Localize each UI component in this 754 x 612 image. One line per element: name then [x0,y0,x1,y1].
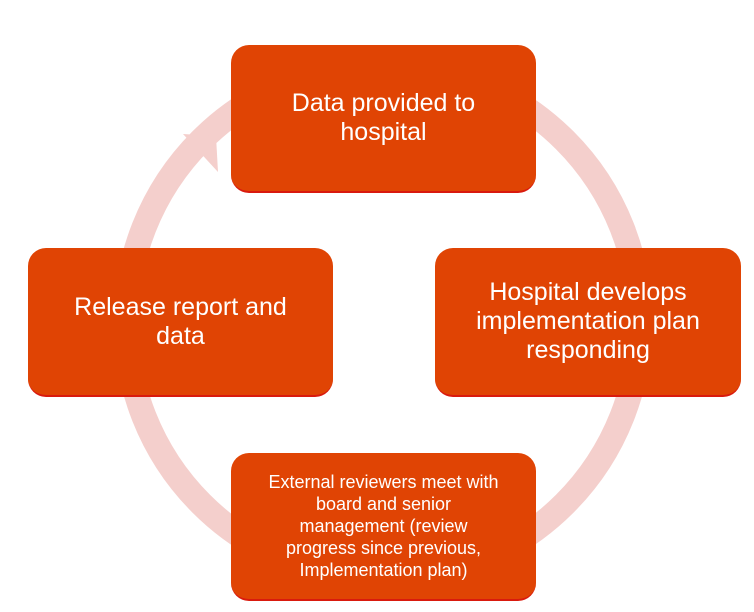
step-label: Release report and data [74,292,287,350]
step-data-provided: Data provided to hospital [231,45,536,193]
step-label: Hospital develops implementation plan re… [476,278,700,364]
step-label: External reviewers meet with board and s… [268,472,499,580]
step-external-review: External reviewers meet with board and s… [231,453,536,601]
step-release-report: Release report and data [28,248,333,397]
arrowhead-icon [183,134,218,172]
step-label: Data provided to hospital [291,89,476,146]
step-implementation-plan: Hospital develops implementation plan re… [435,248,741,397]
